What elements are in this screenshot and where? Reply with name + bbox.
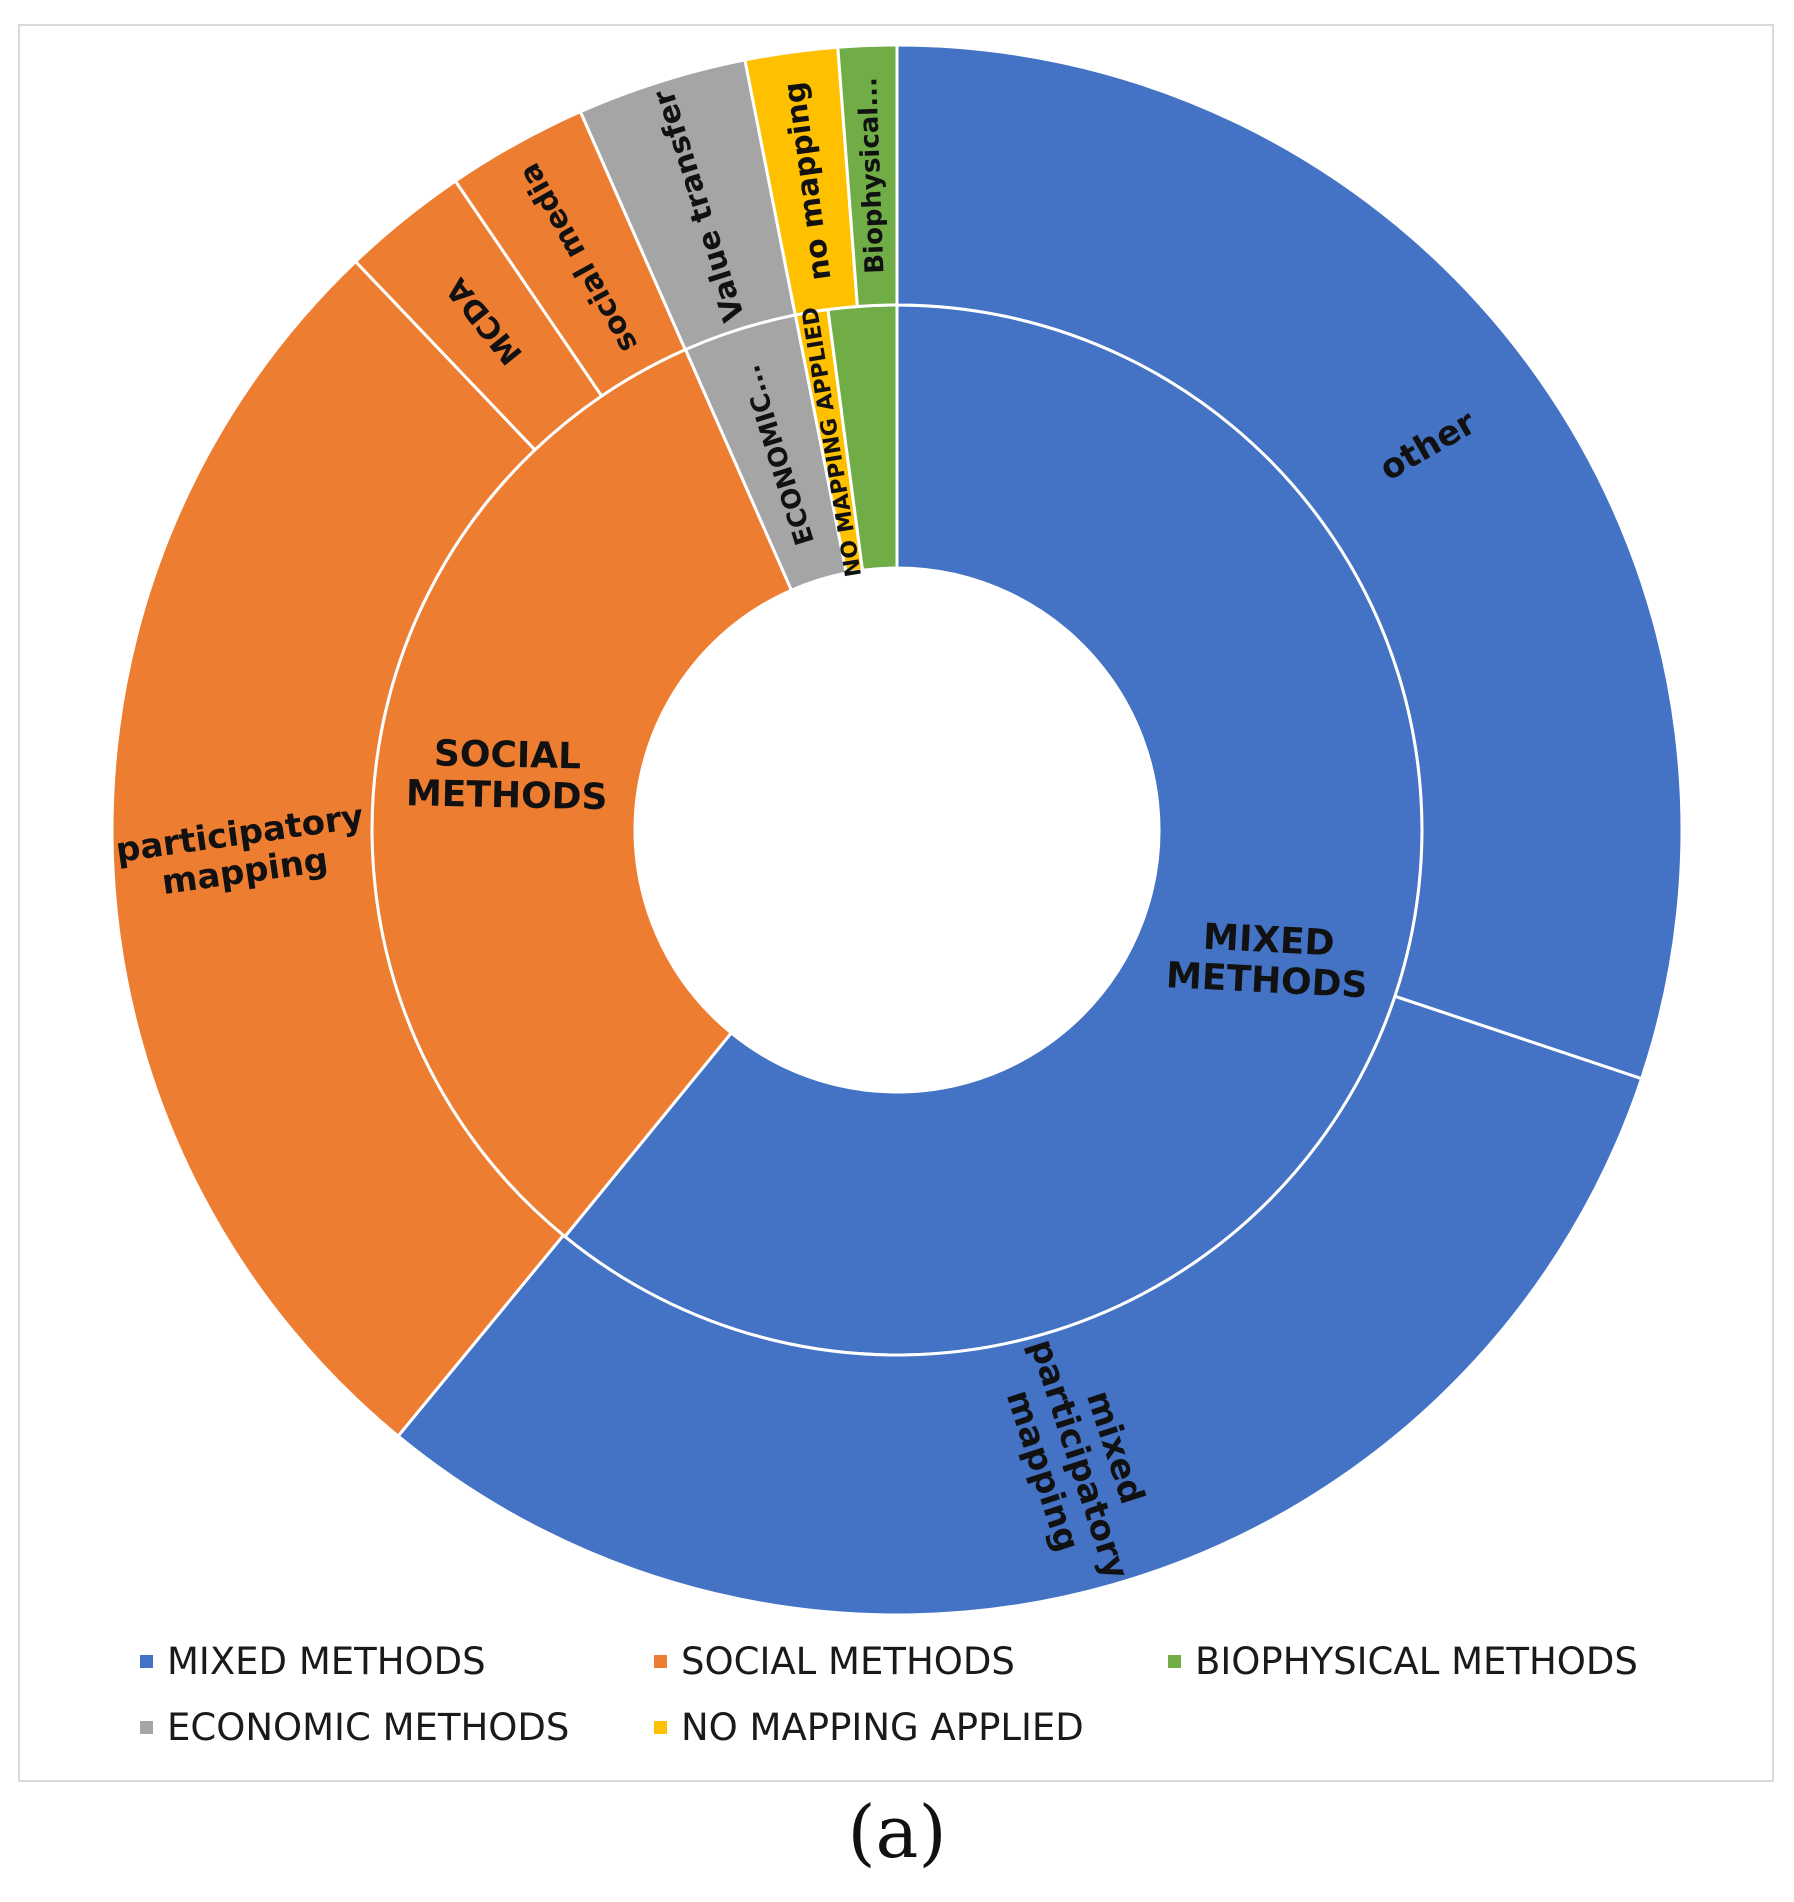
outer-label-biophysical: Biophysical... [853, 77, 890, 275]
legend-item-economic-methods: ECONOMIC METHODS [140, 1706, 569, 1749]
outer-segment-participatory-mapping [110, 259, 566, 1439]
outer-segment-other [895, 43, 1684, 1081]
legend-item-biophysical-methods: BIOPHYSICAL METHODS [1168, 1640, 1638, 1683]
outer-ring [110, 43, 1684, 1617]
legend-swatch [140, 1655, 153, 1668]
legend-item-mixed-methods: MIXED METHODS [140, 1640, 486, 1683]
legend-item-no-mapping-applied: NO MAPPING APPLIED [654, 1706, 1084, 1749]
inner-label-social-methods: SOCIALMETHODS [406, 733, 609, 818]
panel-label: (a) [847, 1790, 947, 1874]
outer-segment-mixed-participatory-mapping [395, 994, 1644, 1617]
legend-swatch [654, 1721, 667, 1734]
legend-item-social-methods: SOCIAL METHODS [654, 1640, 1015, 1683]
outer-segment-biophysical [836, 43, 899, 309]
legend-swatch [140, 1721, 153, 1734]
legend-label: SOCIAL METHODS [681, 1640, 1015, 1683]
inner-ring [370, 303, 1424, 1357]
legend-label: BIOPHYSICAL METHODS [1195, 1640, 1638, 1683]
legend-label: NO MAPPING APPLIED [681, 1706, 1084, 1749]
legend-label: ECONOMIC METHODS [167, 1706, 570, 1749]
legend-swatch [1168, 1655, 1181, 1668]
legend-swatch [654, 1655, 667, 1668]
legend-label: MIXED METHODS [167, 1640, 486, 1683]
